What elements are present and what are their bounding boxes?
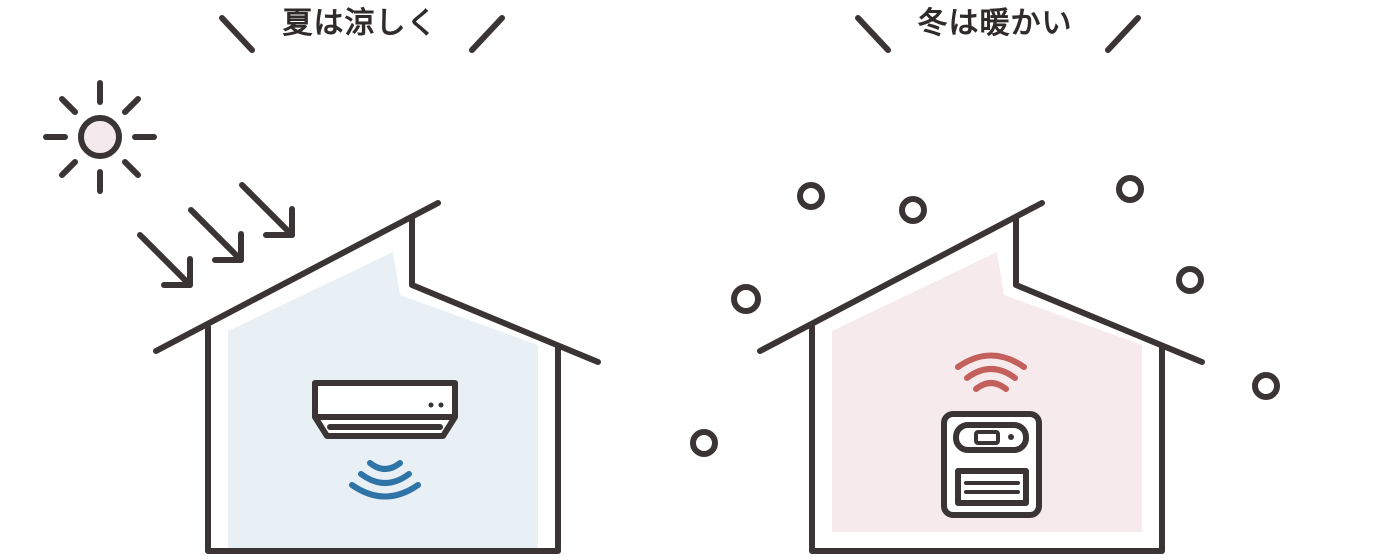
air-conditioner-icon (312, 380, 458, 439)
winter-house-interior (832, 252, 1142, 532)
summer-house-roof (153, 200, 441, 354)
snowflake-icon (1116, 175, 1144, 203)
snowflakes (690, 175, 1280, 457)
winter-caption: 冬は暖かい (917, 6, 1073, 41)
snowflake-icon (899, 196, 927, 224)
winter-house (757, 200, 1205, 554)
heater-grille (955, 468, 1029, 506)
sun-icon (43, 80, 157, 194)
snowflake-icon (690, 429, 718, 457)
winter-house-roof-right (1013, 216, 1205, 365)
arrow-icon (239, 182, 295, 238)
snowflake-icon (1176, 266, 1204, 294)
accent-left (855, 15, 891, 53)
cool-wave-icon (349, 460, 421, 500)
snowflake-icon (1252, 372, 1280, 400)
winter-house-roof (757, 200, 1045, 354)
accent-left (219, 15, 255, 53)
snowflake-icon (731, 284, 761, 314)
arrow-icon (137, 232, 193, 288)
accent-right (1105, 15, 1141, 53)
heater-icon (941, 411, 1042, 518)
arrow-icon (188, 207, 244, 263)
sunlight-arrows (137, 182, 295, 288)
snowflake-icon (797, 182, 825, 210)
summer-caption: 夏は涼しく (282, 6, 438, 41)
sun-core (78, 115, 122, 159)
winter-house-walls (809, 324, 1165, 554)
summer-caption-accents (219, 15, 505, 53)
summer-house-walls (205, 324, 561, 554)
accent-right (469, 15, 505, 53)
warm-wave-icon (955, 352, 1027, 392)
summer-house-roof-right (409, 216, 601, 365)
winter-caption-accents (855, 15, 1141, 53)
